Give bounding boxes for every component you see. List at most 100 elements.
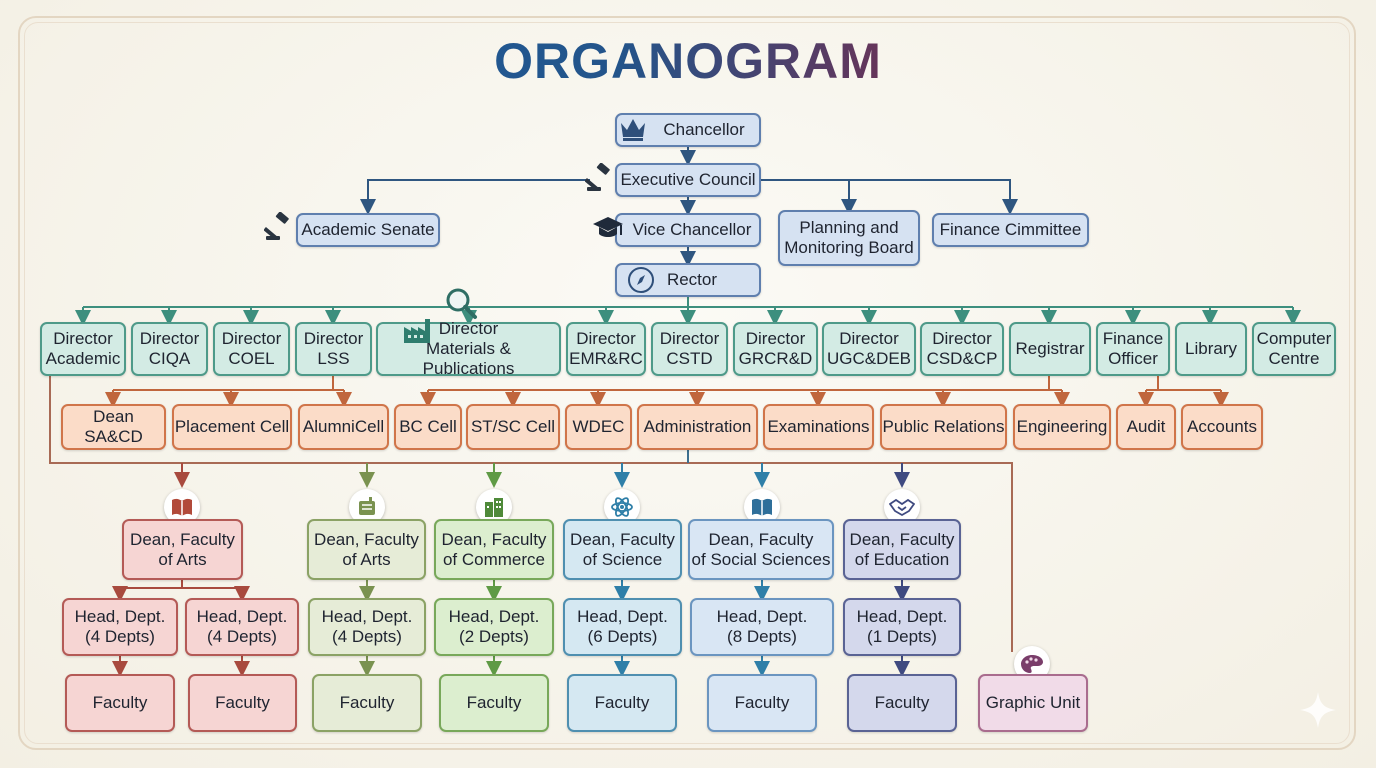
director-label: Director UGC&DEB	[826, 329, 912, 368]
head-dept-box[interactable]: Head, Dept. (4 Depts)	[308, 598, 426, 656]
director-cstd-box[interactable]: Director CSTD	[651, 322, 728, 376]
outer-frame	[18, 16, 1356, 750]
rector-label: Rector	[666, 270, 718, 289]
unit-wdec[interactable]: WDEC	[565, 404, 632, 450]
finance-committee-box[interactable]: Finance Cimmittee	[932, 213, 1089, 247]
unit-label: Administration	[643, 417, 752, 436]
academic-senate-box[interactable]: Academic Senate	[296, 213, 440, 247]
faculty-box[interactable]: Faculty	[567, 674, 677, 732]
executive-council-label: Executive Council	[620, 170, 756, 189]
chancellor-box[interactable]: Chancellor	[615, 113, 761, 147]
academic-senate-label: Academic Senate	[301, 220, 435, 239]
director-academic-box[interactable]: Director Academic	[40, 322, 126, 376]
head-dept-box[interactable]: Head, Dept. (6 Depts)	[563, 598, 682, 656]
head-label: Head, Dept. (8 Depts)	[716, 607, 808, 646]
compass-icon	[628, 267, 654, 293]
dean-label: Dean, Faculty of Commerce	[441, 529, 547, 569]
planning-board-label: Planning and Monitoring Board	[784, 218, 914, 257]
gavel-icon	[264, 212, 289, 240]
unit-bc-cell[interactable]: BC Cell	[394, 404, 462, 450]
dean-commerce-box[interactable]: Dean, Faculty of Commerce	[434, 519, 554, 580]
unit-administration[interactable]: Administration	[637, 404, 758, 450]
faculty-box[interactable]: Faculty	[312, 674, 422, 732]
director-label: Director Materials & Publications	[422, 319, 515, 378]
faculty-box[interactable]: Faculty	[847, 674, 957, 732]
unit-stsc-cell[interactable]: ST/SC Cell	[466, 404, 560, 450]
head-dept-box[interactable]: Head, Dept. (4 Depts)	[62, 598, 178, 656]
unit-label: ST/SC Cell	[470, 417, 556, 436]
magnifier-icon	[446, 288, 477, 319]
faculty-label: Faculty	[734, 693, 790, 712]
planning-board-box[interactable]: Planning and Monitoring Board	[778, 210, 920, 266]
building-icon	[485, 498, 503, 517]
dean-label: Dean, Faculty of Arts	[314, 529, 419, 569]
finance-committee-label: Finance Cimmittee	[939, 220, 1082, 239]
unit-audit[interactable]: Audit	[1116, 404, 1176, 450]
head-dept-box[interactable]: Head, Dept. (4 Depts)	[185, 598, 299, 656]
unit-public-relations[interactable]: Public Relations	[880, 404, 1007, 450]
unit-accounts[interactable]: Accounts	[1181, 404, 1263, 450]
handshake-icon	[889, 498, 915, 517]
finance-officer-box[interactable]: Finance Officer	[1096, 322, 1170, 376]
director-lss-box[interactable]: Director LSS	[295, 322, 372, 376]
director-emr-box[interactable]: Director EMR&RC	[566, 322, 646, 376]
factory-icon	[404, 319, 430, 343]
unit-label: AlumniCell	[302, 417, 385, 436]
director-ugc-box[interactable]: Director UGC&DEB	[822, 322, 916, 376]
director-label: Finance Officer	[1102, 329, 1164, 368]
head-label: Head, Dept. (1 Depts)	[856, 607, 948, 646]
director-coel-box[interactable]: Director COEL	[213, 322, 290, 376]
head-dept-box[interactable]: Head, Dept. (8 Depts)	[690, 598, 834, 656]
graphic-unit-box[interactable]: Graphic Unit	[978, 674, 1088, 732]
director-grcrd-box[interactable]: Director GRCR&D	[733, 322, 818, 376]
vice-chancellor-box[interactable]: Vice Chancellor	[615, 213, 761, 247]
dean-label: Dean, Faculty of Social Sciences	[691, 529, 831, 569]
unit-alumni-cell[interactable]: AlumniCell	[298, 404, 389, 450]
faculty-label: Faculty	[594, 693, 650, 712]
vice-chancellor-label: Vice Chancellor	[632, 220, 752, 239]
dean-social-sciences-box[interactable]: Dean, Faculty of Social Sciences	[688, 519, 834, 580]
dean-arts-2-box[interactable]: Dean, Faculty of Arts	[307, 519, 426, 580]
dean-arts-box[interactable]: Dean, Faculty of Arts	[122, 519, 243, 580]
unit-label: Public Relations	[882, 417, 1005, 436]
head-label: Head, Dept. (2 Depts)	[448, 607, 540, 646]
director-ciqa-box[interactable]: Director CIQA	[131, 322, 208, 376]
director-label: Director COEL	[221, 329, 282, 368]
faculty-box[interactable]: Faculty	[65, 674, 175, 732]
dean-education-box[interactable]: Dean, Faculty of Education	[843, 519, 961, 580]
book-icon	[752, 498, 772, 516]
faculty-box[interactable]: Faculty	[439, 674, 549, 732]
dean-label: Dean, Faculty of Arts	[130, 529, 235, 569]
dean-label: Dean, Faculty of Science	[570, 529, 675, 569]
director-label: Director Academic	[45, 329, 121, 368]
computer-centre-box[interactable]: Computer Centre	[1252, 322, 1336, 376]
inner-frame	[24, 22, 1350, 744]
director-csdcp-box[interactable]: Director CSD&CP	[920, 322, 1004, 376]
unit-label: Placement Cell	[174, 417, 290, 436]
unit-label: Examinations	[767, 417, 870, 436]
dean-science-box[interactable]: Dean, Faculty of Science	[563, 519, 682, 580]
unit-label: Accounts	[1187, 417, 1257, 436]
head-label: Head, Dept. (4 Depts)	[74, 607, 166, 646]
director-label: Director CSD&CP	[926, 329, 998, 368]
library-box[interactable]: Library	[1175, 322, 1247, 376]
unit-placement-cell[interactable]: Placement Cell	[172, 404, 292, 450]
faculty-label: Faculty	[874, 693, 930, 712]
registrar-box[interactable]: Registrar	[1009, 322, 1091, 376]
unit-engineering[interactable]: Engineering	[1013, 404, 1111, 450]
unit-examinations[interactable]: Examinations	[763, 404, 874, 450]
chancellor-label: Chancellor	[663, 120, 745, 139]
faculty-box[interactable]: Faculty	[188, 674, 297, 732]
director-materials-box[interactable]: Director Materials & Publications	[376, 319, 561, 378]
head-dept-box[interactable]: Head, Dept. (2 Depts)	[434, 598, 554, 656]
head-dept-box[interactable]: Head, Dept. (1 Depts)	[843, 598, 961, 656]
faculty-box[interactable]: Faculty	[707, 674, 817, 732]
page-title: ORGANOGRAM	[0, 32, 1376, 90]
palette-icon	[1021, 655, 1043, 673]
scroll-icon	[359, 497, 375, 515]
unit-dean-sacd[interactable]: Dean SA&CD	[61, 404, 166, 450]
graphic-unit-label: Graphic Unit	[985, 693, 1081, 712]
faculty-label: Faculty	[92, 693, 148, 712]
executive-council-box[interactable]: Executive Council	[615, 163, 761, 197]
